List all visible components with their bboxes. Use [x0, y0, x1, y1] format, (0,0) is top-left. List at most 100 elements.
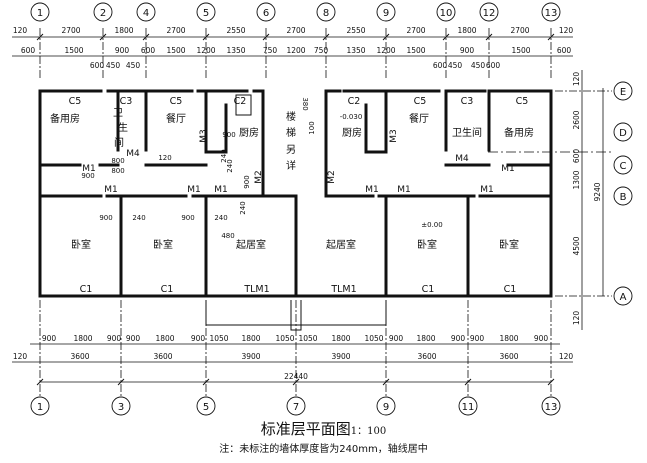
note-380: 380	[301, 97, 309, 110]
note-900-b: 900	[99, 214, 112, 222]
axis-13-bottom: 13	[545, 402, 558, 413]
dim-top1-9: 1800	[457, 26, 476, 35]
dim-top2-7: 600	[141, 46, 156, 55]
dim-top2-3: 600	[90, 61, 105, 70]
axis-12-top: 12	[483, 8, 496, 19]
room-stair-4: 详	[286, 159, 296, 172]
room-living-left: 起居室	[236, 238, 266, 251]
room-bedroom-2: 卧室	[153, 238, 173, 251]
window-c1-c: C1	[422, 284, 435, 295]
drawing-note: 注：未标注的墙体厚度皆为240mm，轴线居中	[219, 444, 428, 455]
dim-top2-10: 1350	[226, 46, 245, 55]
dim-top1-11: 120	[559, 26, 574, 35]
drawing-title: 标准层平面图1：100	[0, 418, 647, 439]
note-900-a: 900	[81, 172, 94, 180]
dim-bot2-1: 120	[13, 352, 28, 361]
dim-top2-5: 900	[115, 46, 130, 55]
room-bedroom-4: 卧室	[499, 238, 519, 251]
room-bath-left-3: 间	[114, 136, 124, 149]
dim-bot2-7: 3600	[499, 352, 518, 361]
dim-top2-4: 450	[106, 61, 121, 70]
door-m1-b: M1	[104, 185, 118, 195]
dim-bot1-14: 1800	[416, 334, 435, 343]
dim-top2-22: 1500	[511, 46, 530, 55]
axis-d: D	[619, 128, 627, 139]
window-tlm1-b: TLM1	[330, 284, 356, 295]
door-m4-a: M4	[126, 149, 140, 159]
dim-right-6: 120	[572, 311, 581, 326]
room-kitchen-right: 厨房	[342, 126, 362, 139]
dim-bot1-5: 1800	[155, 334, 174, 343]
note-900-e: 900	[243, 175, 251, 188]
axis-3-bottom: 3	[118, 402, 124, 413]
note-120: 120	[158, 154, 171, 162]
axis-b: B	[620, 192, 627, 203]
door-m3-a: M3	[199, 129, 209, 143]
window-c2-a: C2	[234, 96, 247, 107]
window-tlm1-a: TLM1	[243, 284, 269, 295]
dim-top2-16: 1500	[406, 46, 425, 55]
dim-top2-2: 1500	[64, 46, 83, 55]
axis-6-top: 6	[263, 8, 269, 19]
dim-top2-15: 1200	[376, 46, 395, 55]
door-m1-c: M1	[187, 185, 201, 195]
note-800-a: 800	[111, 157, 124, 165]
dim-top2-21: 600	[486, 61, 501, 70]
dim-top1-10: 2700	[510, 26, 529, 35]
dim-total-width: 22440	[284, 372, 308, 381]
note-900-d: 900	[222, 131, 235, 139]
dim-bot1-4: 900	[126, 334, 141, 343]
room-living-right: 起居室	[326, 238, 356, 251]
dim-top2-19: 900	[460, 46, 475, 55]
door-m1-g: M1	[480, 185, 494, 195]
dim-right-total: 9240	[593, 182, 602, 201]
room-bath-left-1: 卫	[113, 108, 123, 119]
window-c5-d: C5	[516, 96, 529, 107]
door-m1-e: M1	[365, 185, 379, 195]
axis-13-top: 13	[545, 8, 558, 19]
axis-2-top: 2	[100, 8, 106, 19]
dim-bot1-2: 1800	[73, 334, 92, 343]
axis-9-bottom: 9	[383, 402, 389, 413]
dim-bot1-3: 900	[107, 334, 122, 343]
note-240-c: 240	[226, 159, 234, 172]
door-m4-b: M4	[455, 154, 469, 164]
dim-bot1-8: 1800	[241, 334, 260, 343]
dim-bot1-16: 900	[470, 334, 485, 343]
dim-top1-3: 1800	[114, 26, 133, 35]
door-m1-h: M1	[501, 164, 515, 174]
dim-right-1: 120	[572, 72, 581, 87]
dim-top2-1: 600	[21, 46, 36, 55]
elevation-floor: ±0.00	[421, 221, 442, 229]
note-240-a: 240	[132, 214, 145, 222]
dim-right-4: 1300	[572, 170, 581, 189]
window-c3-b: C3	[461, 96, 474, 107]
window-c1-b: C1	[161, 284, 174, 295]
elevation-kitchen: -0.030	[340, 113, 363, 121]
axis-1-top: 1	[37, 8, 43, 19]
dim-bot1-1: 900	[42, 334, 57, 343]
dim-bot2-2: 3600	[70, 352, 89, 361]
axis-9-top: 9	[383, 8, 389, 19]
dim-bot2-6: 3600	[417, 352, 436, 361]
axis-7-bottom: 7	[293, 402, 299, 413]
dim-top2-11: 750	[263, 46, 278, 55]
dim-bot1-15: 900	[451, 334, 466, 343]
door-m1-a: M1	[82, 164, 96, 174]
dim-bot2-8: 120	[559, 352, 574, 361]
dim-bot2-4: 3900	[241, 352, 260, 361]
dim-top2-12: 1200	[286, 46, 305, 55]
window-c1-d: C1	[504, 284, 517, 295]
room-bath-left-2: 生	[118, 121, 128, 134]
dim-top1-8: 2700	[406, 26, 425, 35]
dim-bot2-5: 3900	[331, 352, 350, 361]
dim-bot1-10: 1050	[298, 334, 317, 343]
dim-bot1-11: 1800	[331, 334, 350, 343]
dim-top2-14: 1350	[346, 46, 365, 55]
dim-bot2-3: 3600	[153, 352, 172, 361]
room-stair-2: 梯	[286, 126, 296, 139]
dim-bot1-18: 900	[534, 334, 549, 343]
room-kitchen-left: 厨房	[239, 126, 259, 139]
drawing-scale: 1：100	[350, 426, 387, 437]
dim-top1-4: 2700	[166, 26, 185, 35]
